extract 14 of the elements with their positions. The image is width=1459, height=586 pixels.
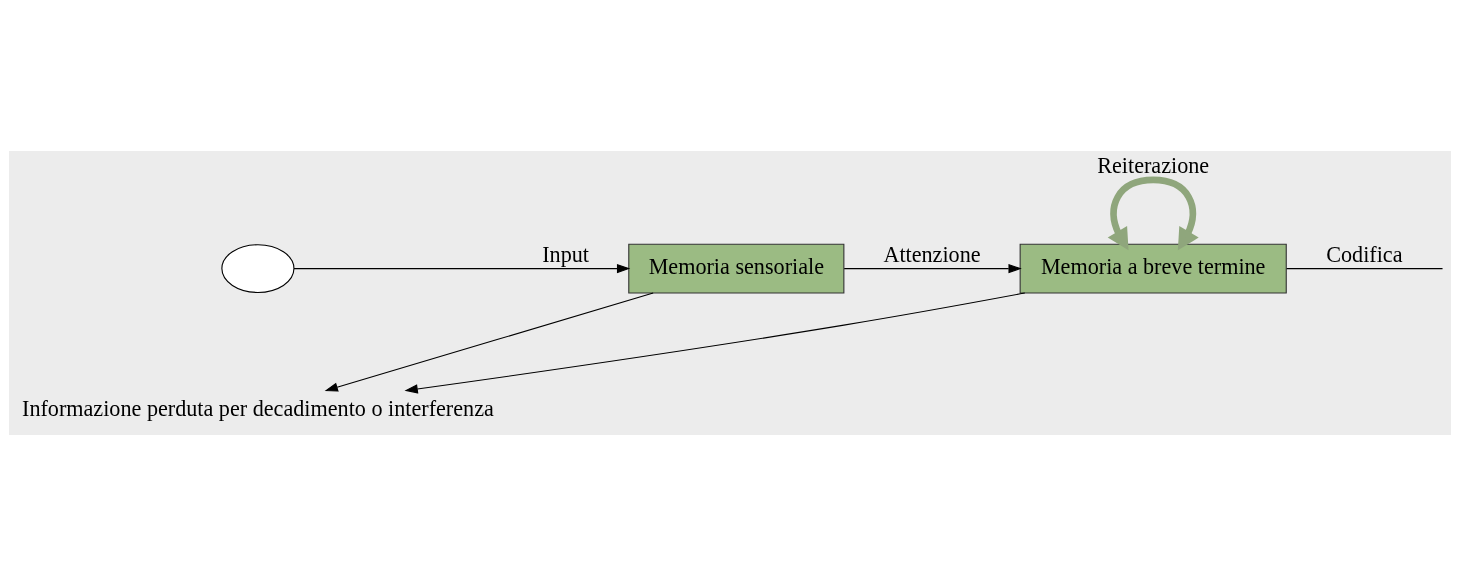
node-circle — [220, 244, 294, 293]
edge-label: Input — [541, 241, 589, 267]
node-text: Informazione perduta per decadimento o interferenza — [21, 396, 494, 422]
arrow — [292, 263, 630, 274]
node-box: Memoria a breve termine — [1019, 243, 1287, 294]
edge-label: Reiterazione — [1096, 153, 1209, 179]
node-box: Memoria sensoriale — [627, 243, 844, 294]
arrow — [843, 263, 1022, 274]
edge-label: Attenzione — [882, 241, 981, 267]
connector — [1285, 268, 1443, 270]
arrow — [1107, 176, 1199, 251]
edge-label: Codifica — [1325, 241, 1403, 267]
arrow — [324, 292, 654, 392]
arrow — [404, 292, 1025, 394]
